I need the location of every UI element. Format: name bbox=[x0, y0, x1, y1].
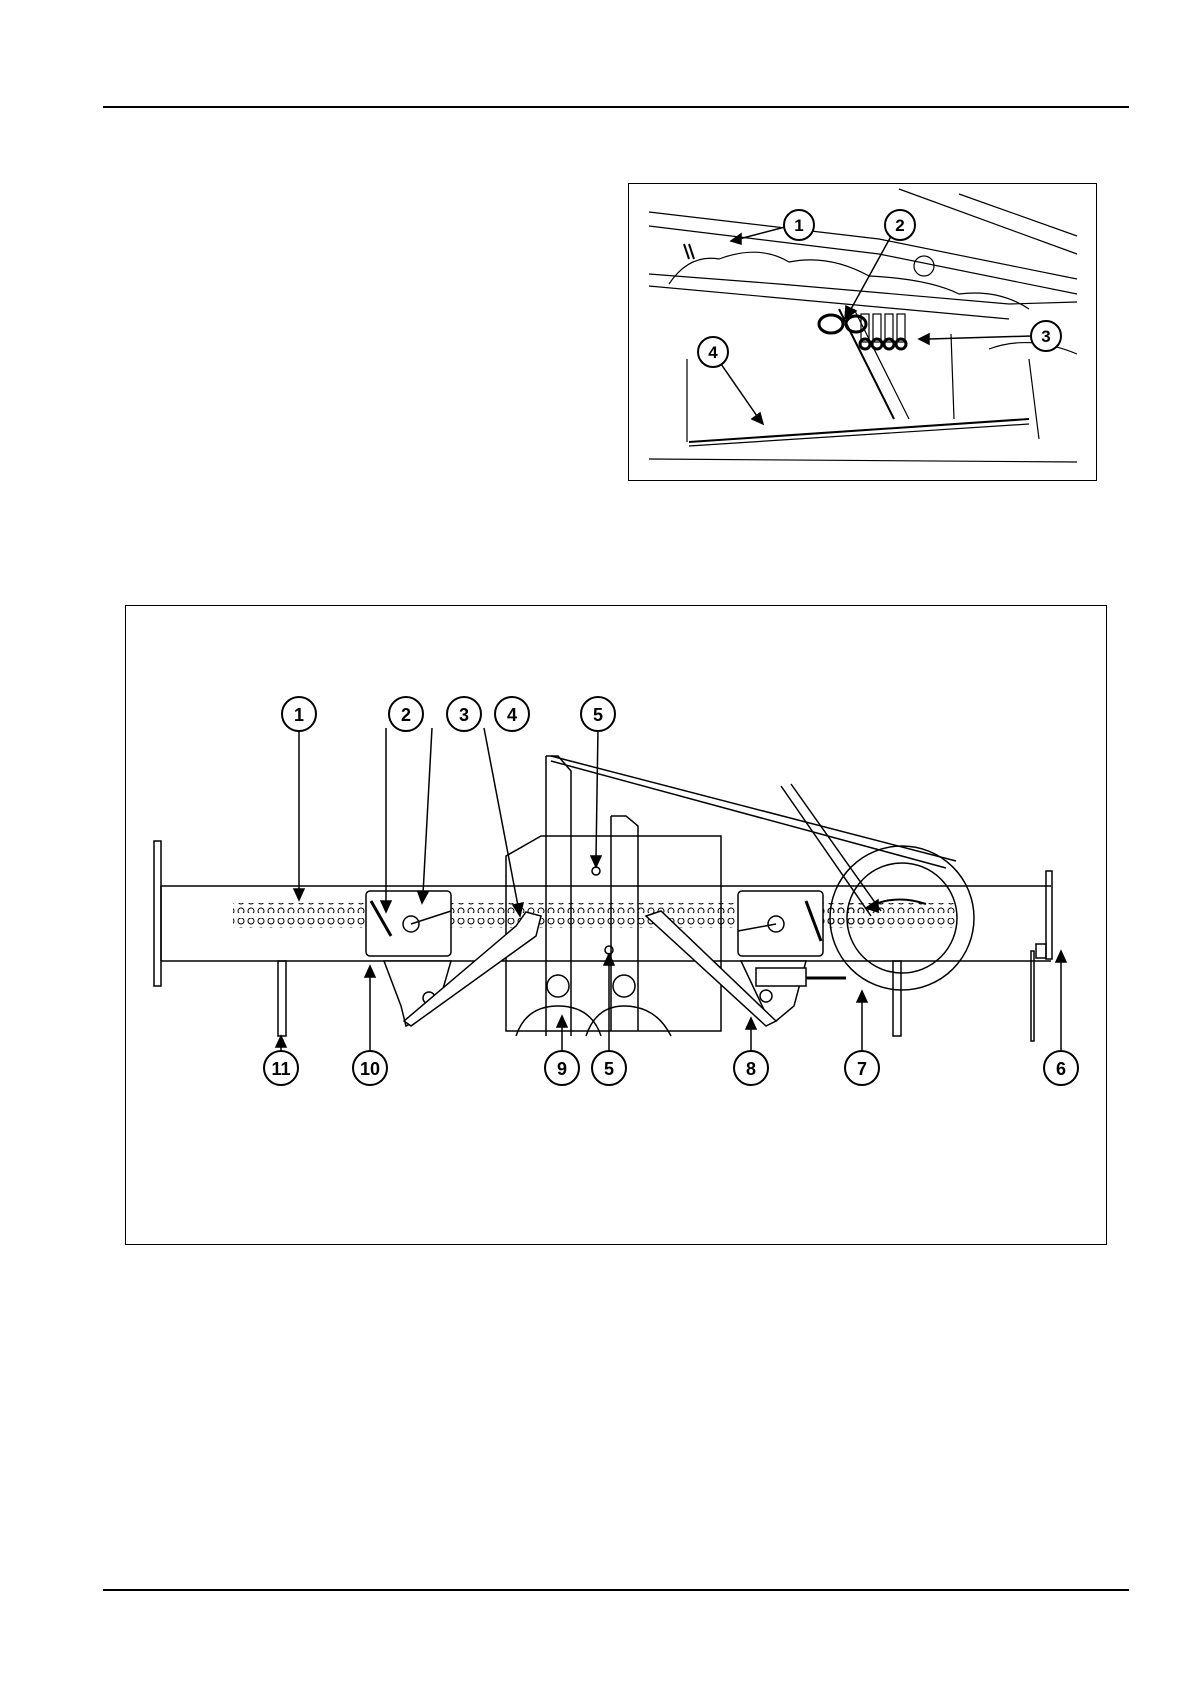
callout-top-5: 5 bbox=[593, 705, 603, 725]
figure-bottom-chain-conveyor-diagram: 1 2 3 4 5 11 10 9 5 8 7 6 bbox=[125, 605, 1107, 1245]
figure-top-photo-illustration: 1 2 3 4 bbox=[628, 183, 1097, 481]
footer-rule bbox=[103, 1589, 1129, 1591]
callout-4: 4 bbox=[708, 343, 718, 362]
callout-bottom-11: 11 bbox=[271, 1059, 290, 1079]
callout-top-3: 3 bbox=[459, 705, 469, 725]
figure-bottom-drawing: 1 2 3 4 5 11 10 9 5 8 7 6 bbox=[126, 606, 1108, 1246]
callout-top-1: 1 bbox=[294, 705, 304, 725]
callout-bottom-9: 9 bbox=[557, 1059, 567, 1079]
callout-bottom-5: 5 bbox=[604, 1059, 614, 1079]
callout-2: 2 bbox=[895, 216, 904, 235]
callout-bottom-8: 8 bbox=[746, 1059, 756, 1079]
callout-3: 3 bbox=[1041, 327, 1050, 346]
callout-1: 1 bbox=[794, 216, 803, 235]
callout-top-2: 2 bbox=[401, 705, 411, 725]
callout-bottom-7: 7 bbox=[857, 1059, 867, 1079]
callout-top-4: 4 bbox=[507, 705, 517, 725]
callout-bottom-10: 10 bbox=[360, 1059, 380, 1079]
figure-top-drawing: 1 2 3 4 bbox=[629, 184, 1098, 482]
callout-bottom-6: 6 bbox=[1056, 1059, 1066, 1079]
header-rule bbox=[103, 106, 1129, 108]
